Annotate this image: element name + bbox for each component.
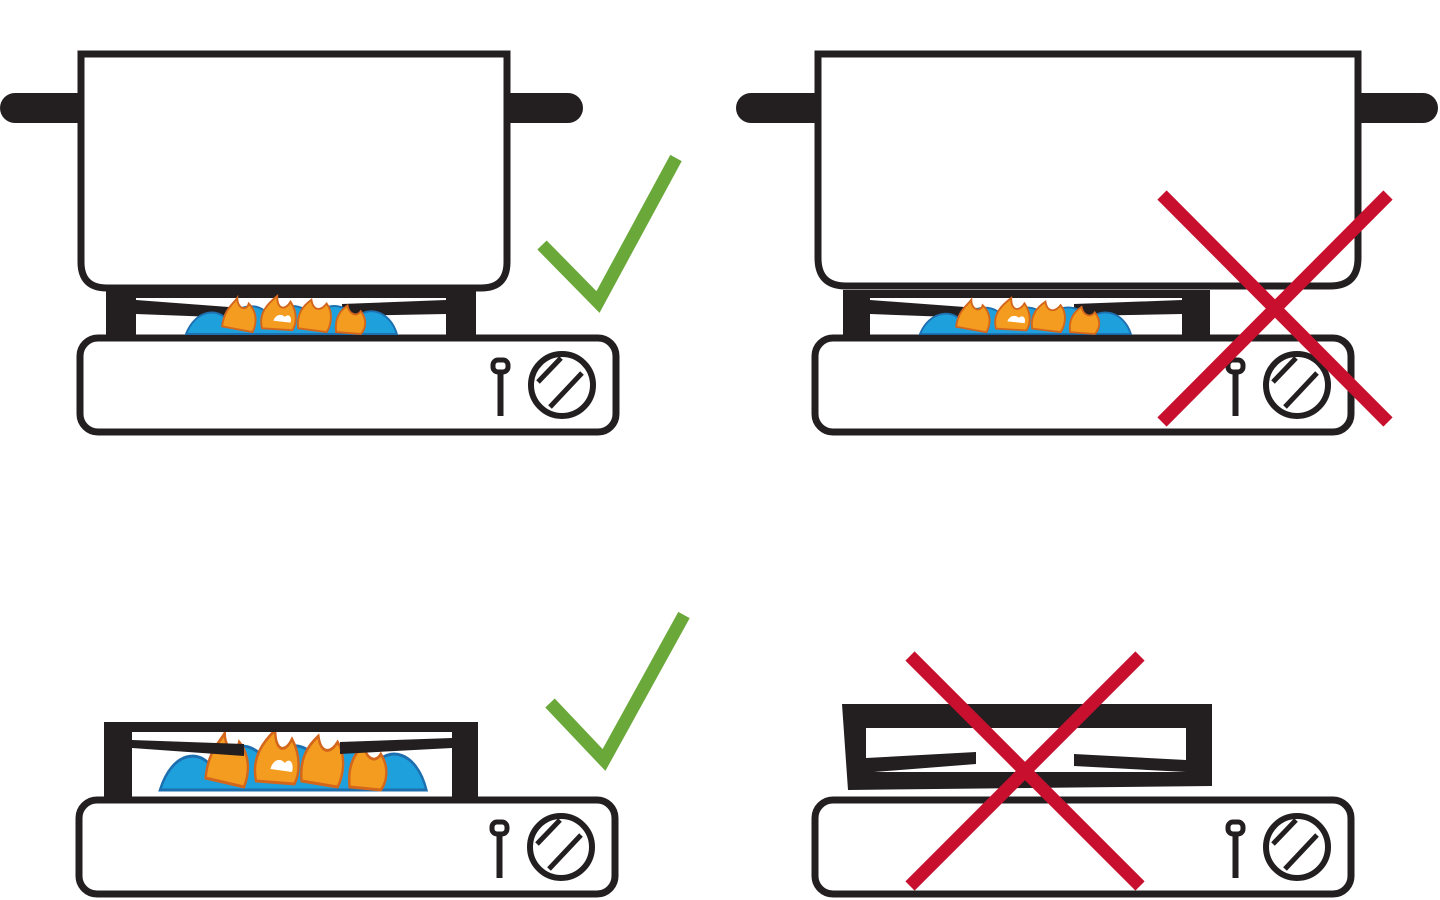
panel-grate-upside-down-wrong <box>815 651 1351 894</box>
stove <box>815 338 1351 432</box>
panel-oversized-pot-wrong <box>751 50 1423 432</box>
burner-grate <box>104 722 478 800</box>
burner-grate-inverted <box>842 704 1212 790</box>
check-icon <box>537 154 682 313</box>
pot <box>751 50 1423 290</box>
burner-grate <box>106 290 476 338</box>
burner-flames <box>158 728 428 792</box>
cross-icon <box>905 651 1145 891</box>
panel-grate-correct <box>79 611 690 894</box>
cross-icon <box>1157 190 1393 427</box>
panel-pot-correct <box>15 50 682 432</box>
pot <box>15 50 568 292</box>
stove <box>80 338 616 432</box>
burner-grate <box>843 290 1210 338</box>
check-icon <box>545 611 690 771</box>
burner-flames <box>185 295 398 335</box>
stove <box>815 800 1351 894</box>
stove <box>79 800 615 894</box>
